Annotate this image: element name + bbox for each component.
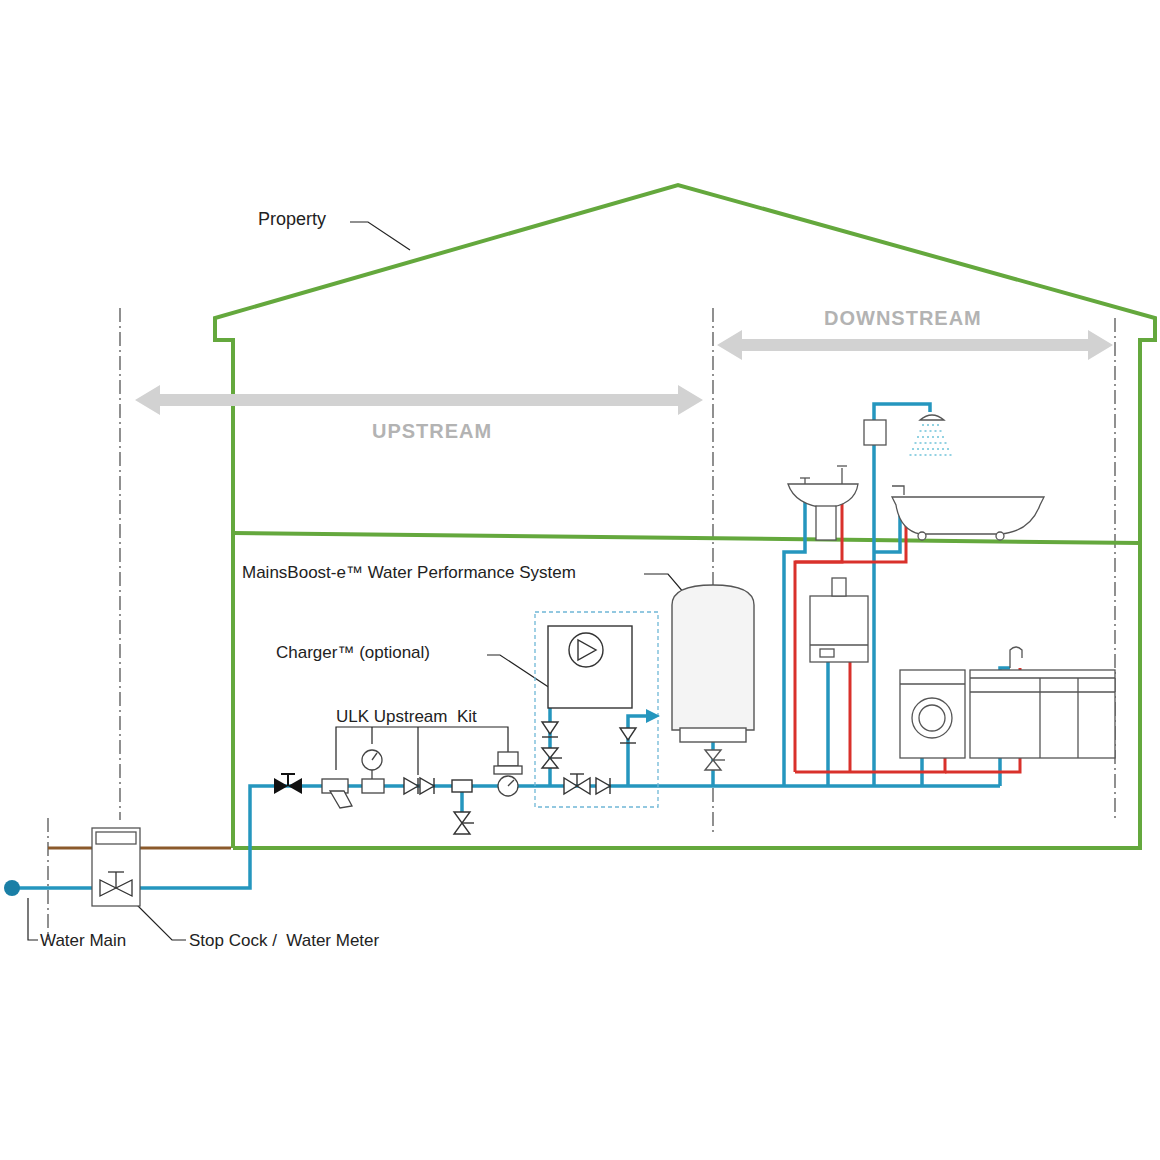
spray-stroke (917, 436, 947, 438)
region-label: DOWNSTREAM (824, 307, 982, 330)
kitchen-units (970, 647, 1115, 758)
washing-machine (900, 670, 965, 758)
meter-box (92, 828, 140, 906)
spray-stroke (910, 454, 955, 456)
spray-stroke (922, 424, 942, 426)
isolation-valve (274, 774, 302, 794)
spray-stroke (915, 442, 950, 444)
spray-stroke (920, 430, 945, 432)
strainer (322, 779, 352, 808)
part-label: Charger™ (optional) (276, 643, 430, 663)
charger-pump (548, 626, 632, 708)
part-label: Stop Cock / Water Meter (189, 931, 379, 951)
bath (892, 486, 1044, 540)
shower-spray (910, 425, 955, 455)
part-label: ULK Upstream Kit (336, 707, 477, 727)
spray-stroke (912, 448, 952, 450)
shower (864, 415, 944, 445)
part-label: Water Main (40, 931, 126, 951)
part-label: Property (258, 209, 326, 230)
charger-outline (535, 612, 658, 807)
charger-valves (542, 722, 636, 794)
pressure-reducing-valve (494, 752, 522, 796)
flow-arrows (135, 330, 1113, 415)
pressure-gauge (362, 750, 384, 793)
drain-valve (452, 780, 474, 834)
boundary-lines (48, 308, 1115, 940)
basin (788, 466, 858, 540)
region-label: UPSTREAM (372, 420, 492, 443)
water-main-symbol (4, 880, 20, 896)
leader-lines (28, 222, 690, 940)
boiler (810, 578, 868, 662)
part-label: MainsBoost-e™ Water Performance System (242, 563, 576, 583)
pressure-vessel (672, 585, 754, 770)
flow-arrowhead (646, 709, 660, 723)
house-outline (215, 185, 1155, 848)
cold-pipes (12, 404, 1010, 888)
